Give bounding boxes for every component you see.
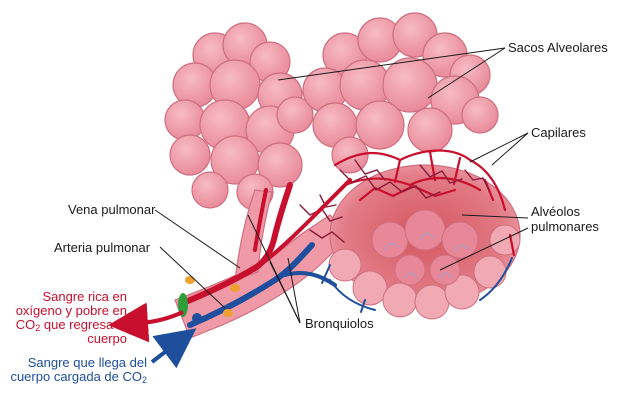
alveolar-sac-right xyxy=(302,12,499,174)
label-sangre-rica-line4: cuerpo xyxy=(87,331,127,346)
arrow-deoxygenated-in xyxy=(150,328,197,369)
alveolar-sac-left xyxy=(164,22,314,211)
label-sangre-rica-post: que regresa al xyxy=(40,317,127,332)
pulmonary-vein-branch xyxy=(258,178,352,267)
vessel-end-yellow-3 xyxy=(223,309,233,317)
label-vena-pulmonar: Vena pulmonar xyxy=(68,202,156,217)
label-sangre-llega-co: cuerpo cargada de CO xyxy=(10,369,142,384)
label-arteria-pulmonar: Arteria pulmonar xyxy=(54,240,151,255)
label-sangre-llega-sub: 2 xyxy=(141,375,147,385)
label-bronquiolos: Bronquiolos xyxy=(305,316,374,331)
label-sangre-llega-line1: Sangre que llega del xyxy=(27,355,147,370)
vessel-end-yellow-2 xyxy=(230,284,240,292)
label-sangre-llega-line2: cuerpo cargada de CO2 xyxy=(10,369,147,385)
label-sangre-rica-line2: oxígeno y pobre en xyxy=(15,303,127,318)
label-sacos-alveolares: Sacos Alveolares xyxy=(508,40,608,55)
label-sangre-rica-line1: Sangre rica en xyxy=(42,289,127,304)
label-alveolos-line1: Alvéolos xyxy=(531,204,581,219)
leader-lines xyxy=(154,47,529,324)
alveolar-cutaway xyxy=(328,164,521,320)
label-alveolos-line2: pulmonares xyxy=(531,219,599,234)
pulmonary-artery xyxy=(187,242,315,328)
label-sangre-rica-co: CO xyxy=(15,317,36,332)
vessel-end-blue xyxy=(192,313,202,323)
pulmonary-vein-top xyxy=(253,188,268,252)
label-capilares: Capilares xyxy=(531,125,586,140)
pulmonary-artery-branch xyxy=(283,271,337,287)
arrow-oxygenated-out xyxy=(108,302,184,343)
vessel-end-yellow-1 xyxy=(185,276,195,284)
label-sangre-rica-line3: CO2 que regresa al xyxy=(15,317,127,333)
pulmonary-vein xyxy=(180,182,293,306)
label-sangre-rica-sub: 2 xyxy=(35,323,41,333)
